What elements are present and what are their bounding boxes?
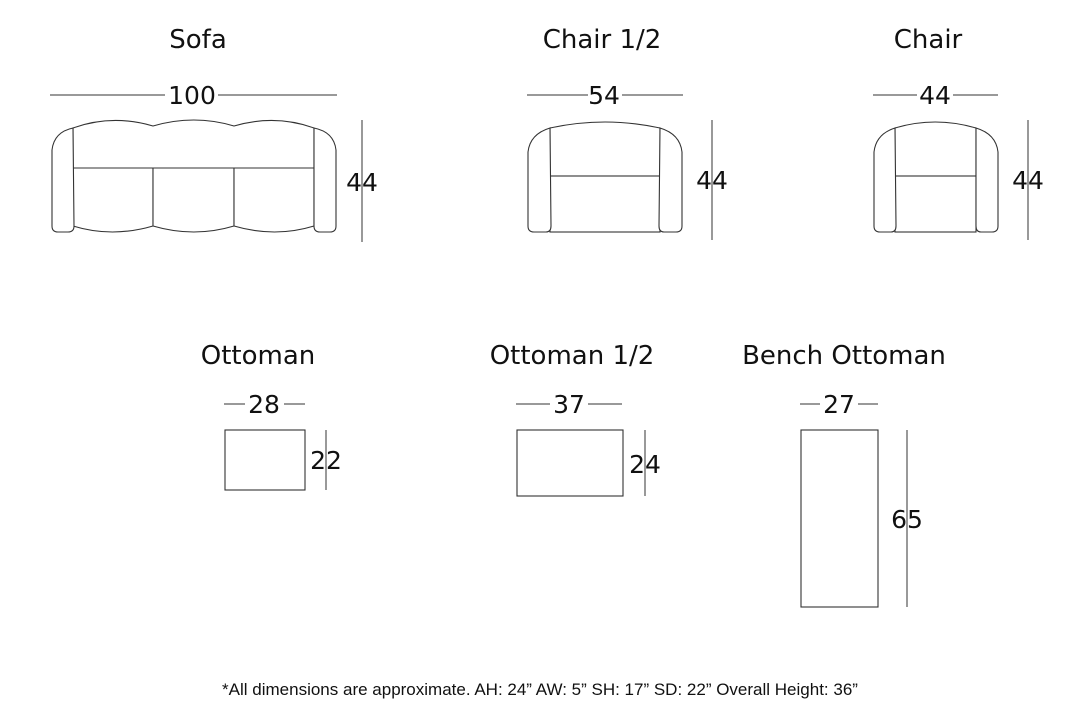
- chair-depth-label: 44: [1012, 166, 1044, 195]
- bench-ottoman-group: Bench Ottoman 27 65: [742, 341, 946, 608]
- ottoman-drawing: [224, 429, 306, 491]
- bench-ottoman-drawing: [800, 429, 879, 608]
- sofa-width-label: 100: [168, 81, 216, 110]
- sofa-drawing: [51, 119, 337, 233]
- ottoman-half-group: Ottoman 1/2 37 24: [490, 341, 661, 497]
- bench-ottoman-title: Bench Ottoman: [742, 341, 946, 371]
- ottoman-width-label: 28: [248, 390, 280, 419]
- chair-half-drawing: [527, 121, 683, 233]
- ottoman-title: Ottoman: [201, 341, 316, 371]
- chair-half-depth-label: 44: [696, 166, 728, 195]
- chair-drawing: [873, 121, 999, 233]
- chair-group: Chair 44 44: [873, 25, 1044, 240]
- footnote: *All dimensions are approximate. AH: 24”…: [222, 680, 858, 699]
- sofa-title: Sofa: [169, 25, 227, 55]
- ottoman-half-depth-label: 24: [629, 450, 661, 479]
- bench-ottoman-depth-label: 65: [891, 505, 923, 534]
- chair-half-width-label: 54: [588, 81, 620, 110]
- sofa-group: Sofa 100 44: [50, 25, 378, 242]
- ottoman-half-width-label: 37: [553, 390, 585, 419]
- ottoman-depth-label: 22: [310, 446, 342, 475]
- sofa-depth-label: 44: [346, 168, 378, 197]
- ottoman-half-drawing: [516, 429, 624, 497]
- chair-width-label: 44: [919, 81, 951, 110]
- chair-half-title: Chair 1/2: [543, 25, 662, 55]
- chair-title: Chair: [894, 25, 963, 55]
- ottoman-half-title: Ottoman 1/2: [490, 341, 655, 371]
- ottoman-group: Ottoman 28 22: [201, 341, 342, 491]
- chair-half-group: Chair 1/2 54 44: [527, 25, 728, 240]
- bench-ottoman-width-label: 27: [823, 390, 855, 419]
